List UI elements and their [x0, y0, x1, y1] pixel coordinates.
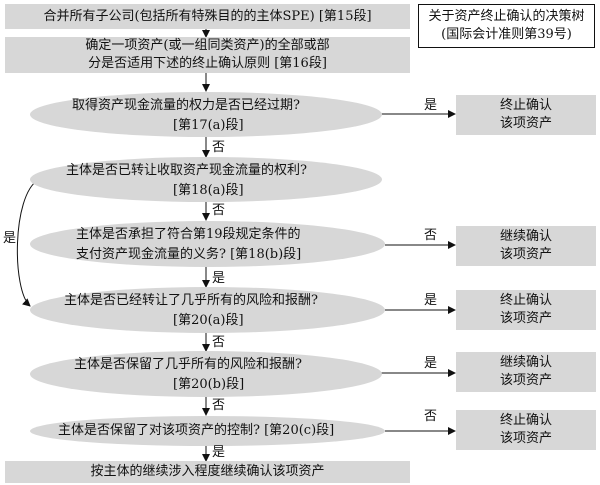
question-5-line2: [第20(b)段] — [173, 377, 245, 392]
arrow-q2-yes-to-q4 — [16, 179, 39, 307]
question-3-line1: 主体是否承担了符合第19段规定条件的 — [76, 227, 301, 242]
question-oval-1 — [30, 92, 382, 137]
question-6-line1: 主体是否保留了对该项资产的控制? [第20(c)段] — [58, 423, 335, 438]
question-oval-3 — [30, 221, 385, 267]
step-final: 按主体的继续涉入程度继续确认该项资产 — [5, 461, 410, 483]
title-box: 关于资产终止确认的决策树 (国际会计准则第39号) — [418, 4, 595, 48]
label-q6-yes: 是 — [212, 445, 226, 460]
question-4-line2: [第20(a)段] — [173, 313, 244, 328]
label-q2-yes: 是 — [3, 231, 17, 246]
label-q1-yes: 是 — [424, 98, 438, 113]
outcome-derecognize-3: 终止确认 该项资产 — [456, 410, 596, 450]
label-q5-no: 否 — [212, 398, 226, 413]
outcome-derecognize-1: 终止确认 该项资产 — [456, 95, 596, 135]
label-q2-no: 否 — [212, 203, 226, 218]
label-q1-no: 否 — [212, 140, 226, 155]
label-q3-yes: 是 — [212, 271, 226, 286]
label-q6-no: 否 — [424, 409, 438, 424]
question-4-line1: 主体是否已经转让了几乎所有的风险和报酬? — [64, 293, 318, 308]
step-determine: 确定一项资产(或一组同类资产)的全部或部 分是否适用下述的终止确认原则 [第16… — [5, 37, 410, 73]
question-3-line2: 支付资产现金流量的义务? [第18(b)段] — [76, 247, 302, 262]
outcome-continue-1: 继续确认 该项资产 — [456, 226, 596, 266]
question-2-line2: [第18(a)段] — [173, 183, 244, 198]
question-oval-2 — [30, 157, 382, 202]
outcome-derecognize-2: 终止确认 该项资产 — [456, 290, 596, 330]
label-q4-no: 否 — [212, 335, 226, 350]
question-oval-6 — [30, 416, 385, 446]
question-1-line2: [第17(a)段] — [173, 118, 244, 133]
question-2-line1: 主体是否已转让收取资产现金流量的权利? — [66, 163, 307, 178]
question-oval-4 — [30, 287, 385, 333]
question-oval-5 — [30, 351, 382, 397]
question-5-line1: 主体是否保留了几乎所有的风险和报酬? — [74, 357, 302, 372]
label-q3-no: 否 — [424, 228, 438, 243]
step-consolidate: 合并所有子公司(包括所有特殊目的的主体SPE) [第15段] — [5, 4, 410, 29]
label-q4-yes: 是 — [424, 293, 438, 308]
outcome-continue-2: 继续确认 该项资产 — [456, 352, 596, 392]
question-1-line1: 取得资产现金流量的权力是否已经过期? — [72, 98, 300, 113]
label-q5-yes: 是 — [424, 356, 438, 371]
